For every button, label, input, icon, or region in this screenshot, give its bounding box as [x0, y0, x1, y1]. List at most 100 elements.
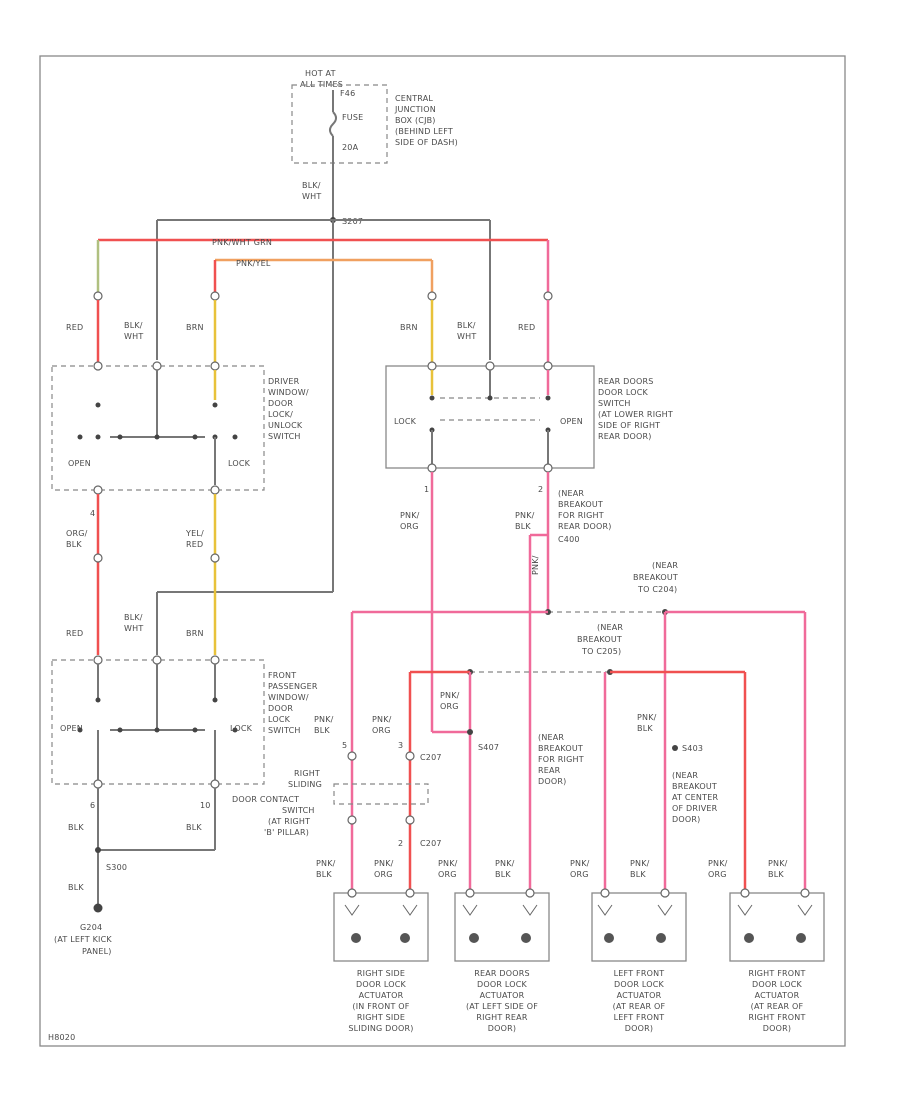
label-pnk-org-1b: ORG — [400, 522, 419, 531]
actuator-right-front — [729, 888, 825, 962]
actuator-caption-3: LEFT FRONT DOOR LOCK ACTUATOR (AT REAR O… — [613, 969, 666, 1033]
label-pnk-org-6b: ORG — [438, 870, 457, 879]
svg-text:DOOR LOCK: DOOR LOCK — [614, 980, 665, 989]
label-pnk-org-7b: ORG — [570, 870, 589, 879]
label-org-blk: ORG/ — [66, 529, 88, 538]
connector-terminal — [347, 751, 357, 761]
cjb-label-1: CENTRAL — [395, 94, 433, 103]
contact-dot — [77, 727, 83, 733]
fuse-rating: 20A — [342, 143, 359, 152]
svg-text:DOOR LOCK: DOOR LOCK — [356, 980, 407, 989]
connector-terminal — [543, 361, 553, 371]
splice-s300 — [95, 847, 101, 853]
connector-terminal — [543, 463, 553, 473]
label-pnk-blk-7: PNK/ — [768, 859, 788, 868]
svg-text:SLIDING DOOR): SLIDING DOOR) — [348, 1024, 413, 1033]
wire-label-blkwht-top-2: WHT — [302, 192, 321, 201]
connector-c207-b: C207 — [420, 839, 442, 848]
label-pnk-blk-5b: BLK — [495, 870, 511, 879]
label-org-blk-2: BLK — [66, 540, 82, 549]
label-blkwht-2b: WHT — [457, 332, 476, 341]
connector-terminal — [93, 485, 103, 495]
cjb-label-2: JUNCTION — [394, 105, 436, 114]
connector-terminal — [152, 361, 162, 371]
contact-dot — [232, 727, 238, 733]
contact-dot — [192, 727, 198, 733]
driver-switch-box — [51, 365, 265, 491]
label-pnk-blk-6: PNK/ — [630, 859, 650, 868]
rear-switch-label-5: SIDE OF RIGHT — [598, 421, 660, 430]
ground-label-3: PANEL) — [82, 947, 112, 956]
rear-pin-1: 1 — [424, 485, 429, 494]
label-pnk-org-8: PNK/ — [708, 859, 728, 868]
connector-terminal — [93, 655, 103, 665]
label-pnk-blk-6b: BLK — [630, 870, 646, 879]
sliding-label-5: (AT RIGHT — [268, 817, 310, 826]
fp-open-label: OPEN — [60, 724, 83, 733]
label-yel-red: YEL/ — [185, 529, 204, 538]
label-pnk-org-4b: ORG — [372, 726, 391, 735]
svg-text:RIGHT SIDE: RIGHT SIDE — [357, 969, 405, 978]
label-pnk-blk-7b: BLK — [768, 870, 784, 879]
splice-s300-label: S300 — [106, 863, 127, 872]
svg-text:DOOR): DOOR) — [763, 1024, 791, 1033]
label-pnk-blk-4b: BLK — [316, 870, 332, 879]
fuse-word: FUSE — [342, 113, 363, 122]
label-brn-1: BRN — [186, 323, 204, 332]
splice-s207-label: S207 — [342, 217, 363, 226]
breakout-rr-2: BREAKOUT — [558, 500, 603, 509]
contact-dot — [95, 402, 101, 408]
svg-text:DOOR LOCK: DOOR LOCK — [752, 980, 803, 989]
driver-lock-label: LOCK — [228, 459, 251, 468]
connector-terminal — [405, 751, 415, 761]
label-blk-1: BLK — [68, 823, 84, 832]
label-pnk-blk-3: PNK/ — [314, 715, 334, 724]
right-sliding-switch-box — [333, 783, 429, 805]
label-pnk-blk-2b: BLK — [637, 724, 653, 733]
sliding-pin-5: 5 — [342, 741, 347, 750]
contact-dot — [77, 434, 83, 440]
fp-switch-label-5: LOCK — [268, 715, 291, 724]
label-pnk-org-2: PNK/ — [531, 555, 540, 575]
fp-switch-label-4: DOOR — [268, 704, 293, 713]
sliding-label-3: DOOR CONTACT — [232, 795, 299, 804]
label-pnk-org-7: PNK/ — [570, 859, 590, 868]
driver-switch-label-4: LOCK/ — [268, 410, 293, 419]
connector-terminal — [347, 815, 357, 825]
label-blkwht-1b: WHT — [124, 332, 143, 341]
connector-terminal — [210, 291, 220, 301]
connector-terminal — [210, 779, 220, 789]
connector-terminal — [485, 361, 495, 371]
svg-text:ACTUATOR: ACTUATOR — [480, 991, 525, 1000]
label-pnk-blk-2: PNK/ — [637, 713, 657, 722]
splice-s403 — [672, 745, 678, 751]
label-pnk-blk-3b: BLK — [314, 726, 330, 735]
svg-text:ACTUATOR: ACTUATOR — [359, 991, 404, 1000]
contact-dot — [95, 697, 101, 703]
figure-id: H8020 — [48, 1033, 75, 1042]
label-pnk-yel: PNK/YEL — [236, 259, 271, 268]
label-pnk-org-6: PNK/ — [438, 859, 458, 868]
connector-terminal — [152, 655, 162, 665]
splice-s407 — [467, 729, 473, 735]
sliding-label-4: SWITCH — [282, 806, 315, 815]
contact-dot — [487, 395, 493, 401]
sliding-label-2: SLIDING — [288, 780, 322, 789]
breakout-c205-2: BREAKOUT — [577, 635, 622, 644]
svg-text:DOOR LOCK: DOOR LOCK — [477, 980, 528, 989]
label-pnk-blk-4: PNK/ — [316, 859, 336, 868]
sliding-pin-3: 3 — [398, 741, 403, 750]
breakout-rr-b3: FOR RIGHT — [538, 755, 584, 764]
label-brn-3: BRN — [186, 629, 204, 638]
connector-terminal — [427, 291, 437, 301]
sliding-pin-2: 2 — [398, 839, 403, 848]
breakout-c204-3: TO C204) — [637, 585, 677, 594]
label-pnk-org-4: PNK/ — [372, 715, 392, 724]
breakout-cd-1: (NEAR — [672, 771, 698, 780]
label-pnk-org-3b: ORG — [440, 702, 459, 711]
label-pnk-org-1: PNK/ — [400, 511, 420, 520]
breakout-rr-b4: REAR — [538, 766, 561, 775]
label-red-1: RED — [66, 323, 83, 332]
splice-s407-label: S407 — [478, 743, 499, 752]
